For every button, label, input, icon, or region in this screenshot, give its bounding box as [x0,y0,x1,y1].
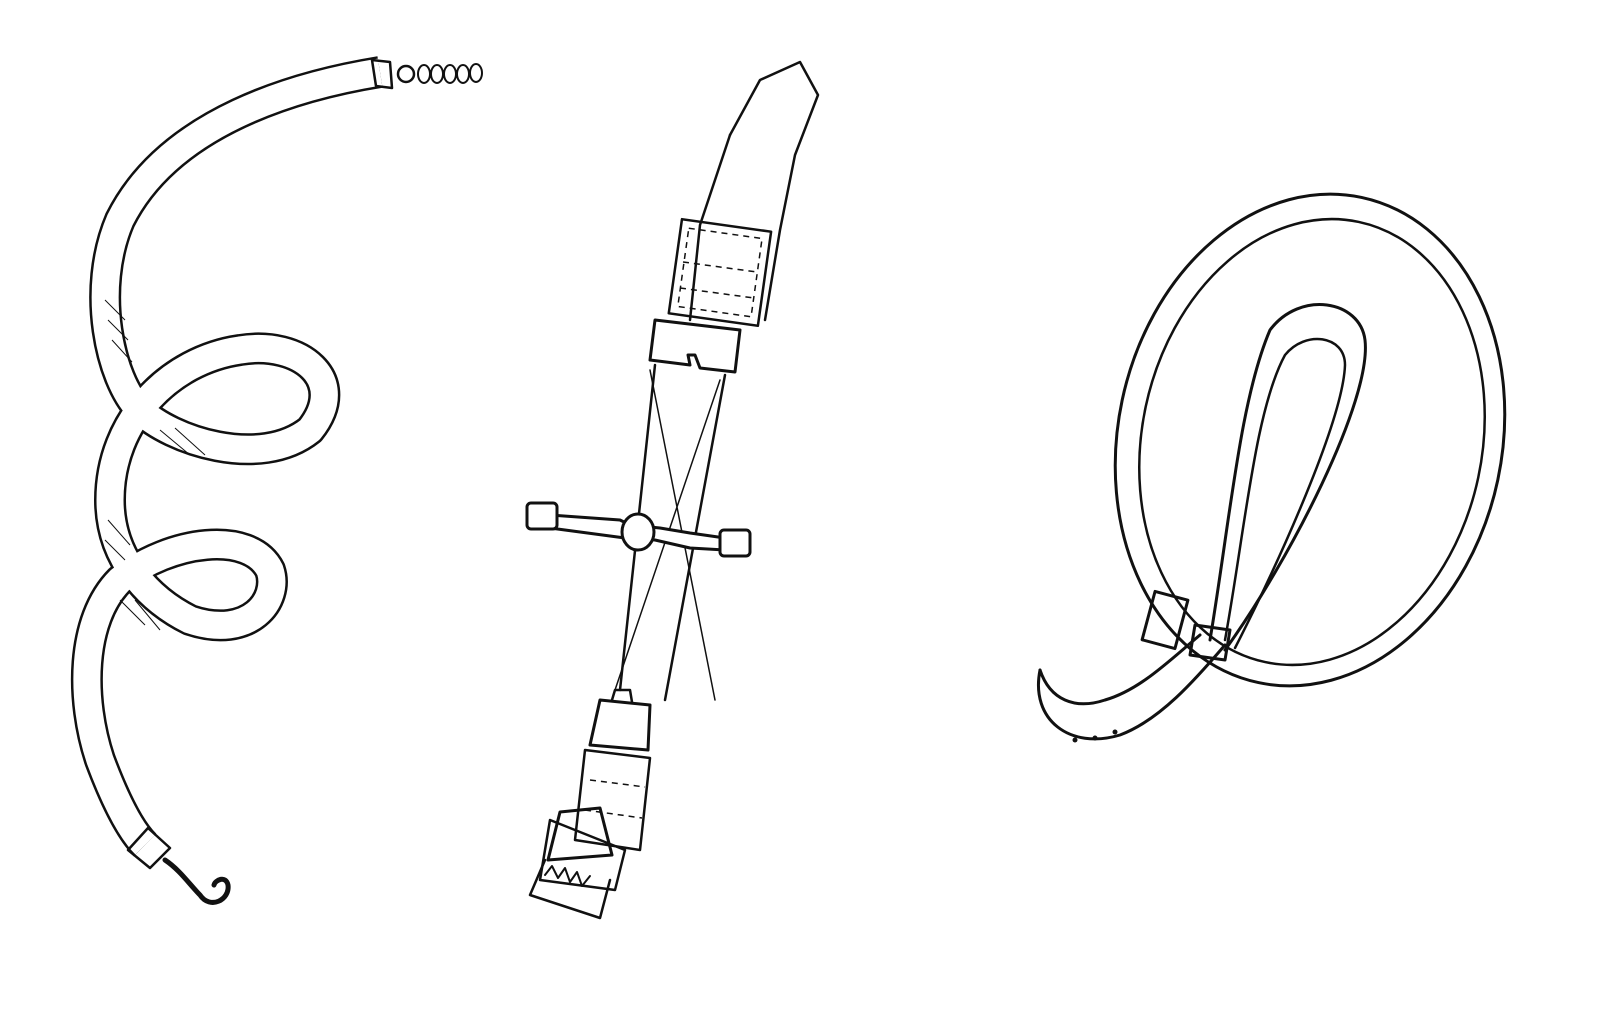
cord-with-hook [70,56,483,905]
chain-icon [396,63,483,84]
belt-hole [1072,737,1078,743]
coiled-belt [1037,192,1507,743]
belt-hole [1092,735,1098,741]
cord-shading [104,299,206,631]
hook-icon [162,857,231,905]
crossbar [525,501,752,558]
strap-with-buckles [525,60,820,920]
belt-hole [1112,729,1118,735]
